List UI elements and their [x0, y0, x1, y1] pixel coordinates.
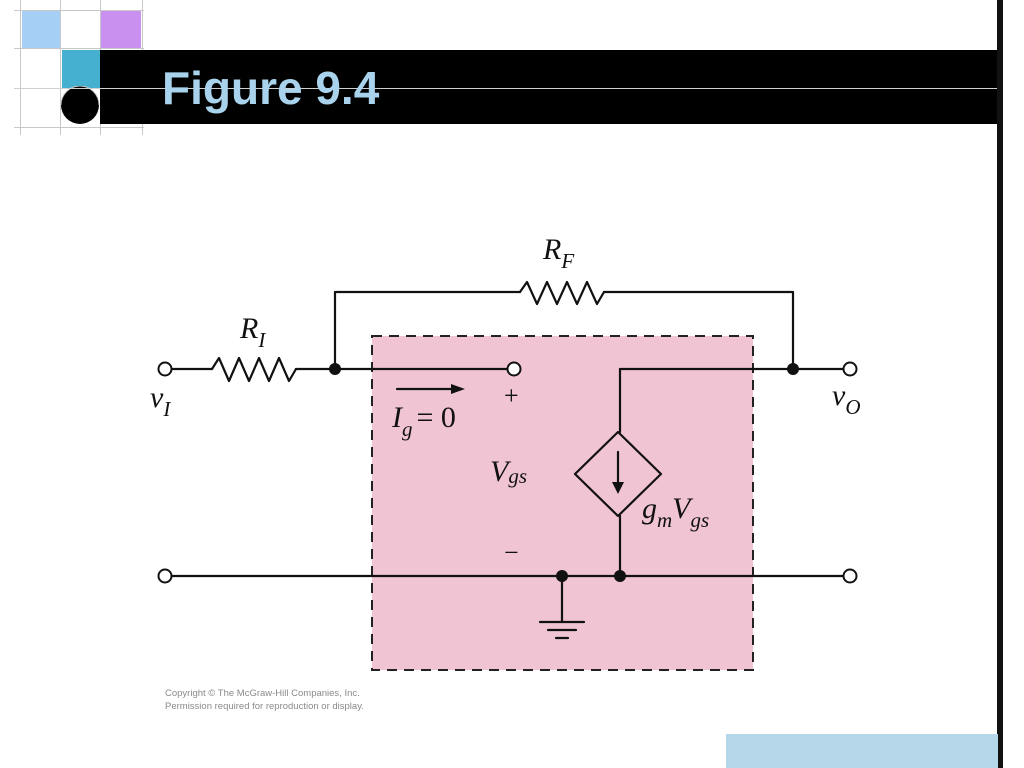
resistor-ri — [210, 356, 298, 383]
junction-node — [556, 570, 568, 582]
label-plus: + — [504, 381, 519, 410]
circuit-diagram: RF RI vI vO Ig= 0 Vgs gmVgs + − — [150, 233, 861, 671]
label-ri: RI — [239, 312, 266, 352]
feedback-wire-right — [602, 290, 795, 371]
terminal-vo — [842, 361, 858, 377]
feedback-wire-left — [333, 290, 522, 371]
copyright-line-2: Permission required for reproduction or … — [165, 701, 364, 712]
label-vgs: Vgs — [490, 455, 527, 488]
junction-node — [787, 363, 799, 375]
decor-gridline — [14, 48, 144, 49]
copyright-line-1: Copyright © The McGraw-Hill Companies, I… — [165, 688, 360, 699]
terminal-gate — [506, 361, 522, 377]
decor-tile-purple — [101, 10, 141, 48]
page-title: Figure 9.4 — [162, 62, 380, 114]
label-rf: RF — [542, 233, 574, 273]
title-rule — [14, 88, 1000, 89]
decor-gridline — [20, 0, 21, 135]
decor-tile-teal — [62, 50, 100, 88]
source-arrow-head — [612, 482, 624, 494]
decor-circle-icon — [60, 86, 100, 124]
label-vo: vO — [832, 379, 861, 419]
terminal-vi — [157, 361, 173, 377]
decor-gridline — [14, 127, 144, 128]
resistor-rf — [518, 280, 606, 306]
terminal-ground-right — [842, 568, 858, 584]
label-minus: − — [504, 538, 519, 567]
decor-gridline — [60, 0, 61, 135]
terminal-ground-left — [157, 568, 173, 584]
label-ig: Ig= 0 — [391, 401, 456, 441]
junction-node — [329, 363, 341, 375]
label-vi: vI — [150, 381, 171, 421]
right-border — [997, 0, 1003, 768]
corner-tile — [726, 734, 998, 768]
junction-node — [614, 570, 626, 582]
ig-arrow-head — [451, 384, 465, 394]
label-gm-vgs: gmVgs — [642, 492, 709, 532]
title-bar — [100, 50, 1000, 124]
dependent-current-source — [573, 430, 663, 518]
decor-gridline — [14, 10, 144, 11]
decor-tile-light-blue — [22, 10, 60, 48]
